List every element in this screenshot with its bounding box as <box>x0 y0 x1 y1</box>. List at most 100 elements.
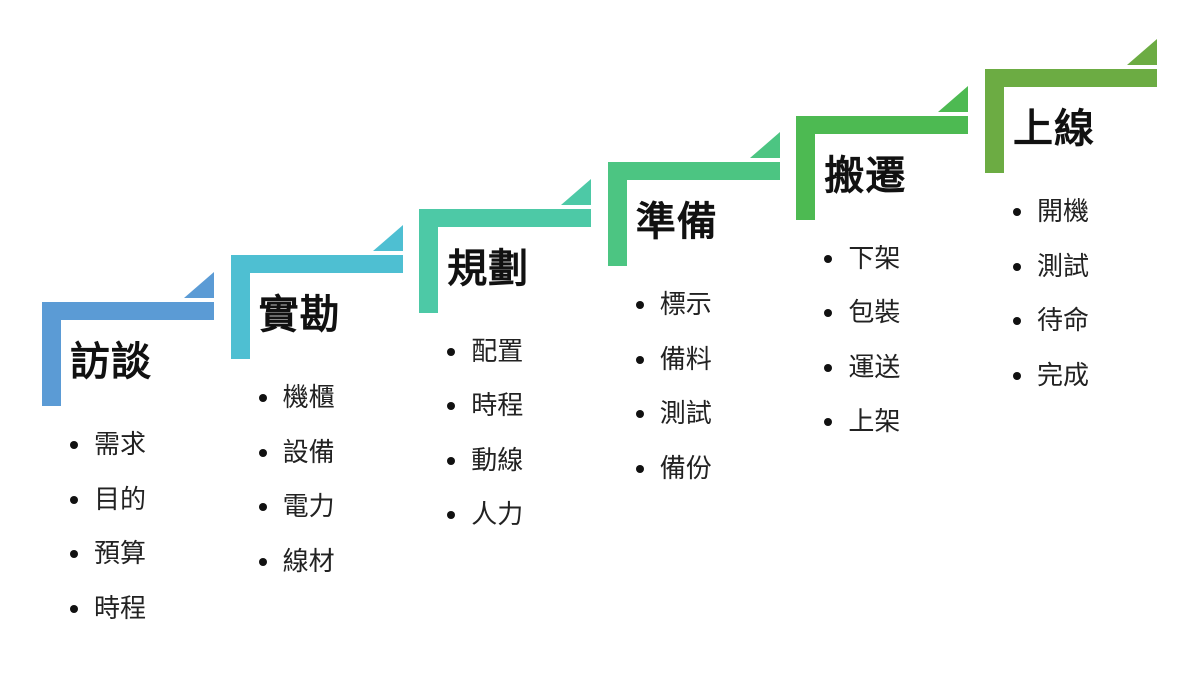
bullet-icon <box>1013 371 1021 380</box>
step-list-item: 下架 <box>824 242 900 297</box>
step-item-label: 目的 <box>94 484 147 515</box>
step-item-label: 電力 <box>282 492 335 523</box>
bullet-icon <box>824 418 833 427</box>
step-item-label: 線材 <box>282 546 335 577</box>
step-item-label: 備料 <box>659 344 712 375</box>
process-step-3: 規劃配置時程動線人力 <box>419 178 609 589</box>
step-item-label: 測試 <box>659 399 712 430</box>
step-arrow-tip <box>184 272 214 298</box>
step-item-label: 運送 <box>848 352 901 383</box>
step-item-label: 需求 <box>94 430 147 460</box>
step-item-label: 下架 <box>848 243 901 274</box>
process-step-1: 訪談需求目的預算時程 <box>42 272 232 682</box>
step-item-label: 人力 <box>471 500 524 531</box>
step-item-list: 需求目的預算時程 <box>70 428 146 646</box>
step-list-item: 備份 <box>635 452 712 507</box>
step-arrow-shape <box>985 39 1157 173</box>
bullet-icon <box>635 464 644 473</box>
step-item-label: 開機 <box>1037 197 1090 227</box>
step-title: 規劃 <box>447 245 530 292</box>
step-list-item: 線材 <box>258 545 335 600</box>
step-list-item: 測試 <box>635 397 712 452</box>
step-list-item: 時程 <box>70 592 146 647</box>
step-list-item: 完成 <box>1013 359 1089 414</box>
bullet-icon <box>824 254 833 263</box>
step-list-item: 機櫃 <box>258 381 335 436</box>
process-step-5: 搬遷下架包裝運送上架 <box>796 85 986 496</box>
bullet-icon <box>447 402 456 411</box>
process-step-4: 準備標示備料測試備份 <box>607 132 798 542</box>
bullet-icon <box>70 441 78 449</box>
bullet-icon <box>824 309 833 318</box>
step-list-item: 開機 <box>1013 195 1089 250</box>
step-corner-bar <box>419 208 592 313</box>
step-item-list: 標示備料測試備份 <box>635 288 712 507</box>
step-corner-bar <box>796 115 969 220</box>
step-corner-bar <box>985 69 1157 173</box>
bullet-icon <box>258 394 267 403</box>
step-title: 準備 <box>635 199 718 246</box>
step-list-item: 包裝 <box>824 296 900 351</box>
step-item-label: 上架 <box>848 407 901 438</box>
bullet-icon <box>70 604 78 613</box>
bullet-icon <box>447 511 456 520</box>
step-title: 訪談 <box>70 339 152 385</box>
bullet-icon <box>635 355 644 364</box>
step-item-label: 完成 <box>1037 360 1090 391</box>
step-list-item: 時程 <box>447 389 523 444</box>
step-arrow-shape <box>607 132 780 267</box>
process-step-2: 實勘機櫃設備電力線材 <box>230 225 421 635</box>
bullet-icon <box>70 495 78 504</box>
step-arrow-tip <box>561 178 592 205</box>
step-list-item: 電力 <box>258 490 335 545</box>
step-list-item: 人力 <box>447 498 523 553</box>
bullet-icon <box>824 363 833 372</box>
step-item-label: 備份 <box>659 453 712 484</box>
step-corner-bar <box>42 302 214 406</box>
step-arrow-shape <box>230 225 403 360</box>
step-arrow-shape <box>42 272 214 406</box>
step-item-label: 時程 <box>94 593 147 624</box>
step-item-label: 預算 <box>94 539 147 569</box>
step-corner-bar <box>607 162 780 267</box>
bullet-icon <box>1013 208 1021 216</box>
bullet-icon <box>258 557 267 566</box>
step-list-item: 備料 <box>635 343 712 398</box>
step-item-label: 待命 <box>1037 306 1090 336</box>
step-item-list: 配置時程動線人力 <box>447 335 523 553</box>
step-list-item: 目的 <box>70 483 146 538</box>
step-item-label: 標示 <box>659 290 712 321</box>
step-item-label: 設備 <box>282 437 335 468</box>
bullet-icon <box>258 503 267 512</box>
step-arrow-tip <box>1127 39 1157 65</box>
step-item-label: 測試 <box>1037 251 1090 282</box>
step-list-item: 預算 <box>70 537 146 592</box>
step-item-label: 機櫃 <box>282 383 335 414</box>
step-arrow-tip <box>938 85 969 112</box>
bullet-icon <box>447 456 456 465</box>
bullet-icon <box>635 410 644 419</box>
bullet-icon <box>1013 317 1021 325</box>
step-list-item: 需求 <box>70 428 146 483</box>
bullet-icon <box>1013 262 1021 271</box>
bullet-icon <box>70 550 78 558</box>
step-arrow-shape <box>796 85 969 220</box>
step-list-item: 待命 <box>1013 304 1089 359</box>
step-list-item: 設備 <box>258 436 335 491</box>
step-arrow-shape <box>419 178 592 313</box>
step-item-label: 時程 <box>471 391 524 422</box>
step-arrow-tip <box>749 132 780 159</box>
step-list-item: 配置 <box>447 335 523 390</box>
step-corner-bar <box>230 255 403 360</box>
step-item-label: 動線 <box>471 445 524 476</box>
bullet-icon <box>635 301 644 310</box>
step-list-item: 測試 <box>1013 250 1089 305</box>
step-list-item: 動線 <box>447 444 523 499</box>
step-item-label: 包裝 <box>848 298 901 329</box>
step-title: 上線 <box>1013 106 1095 152</box>
step-list-item: 運送 <box>824 351 900 406</box>
step-item-list: 開機測試待命完成 <box>1013 195 1089 413</box>
step-list-item: 標示 <box>635 288 712 343</box>
bullet-icon <box>447 347 456 356</box>
